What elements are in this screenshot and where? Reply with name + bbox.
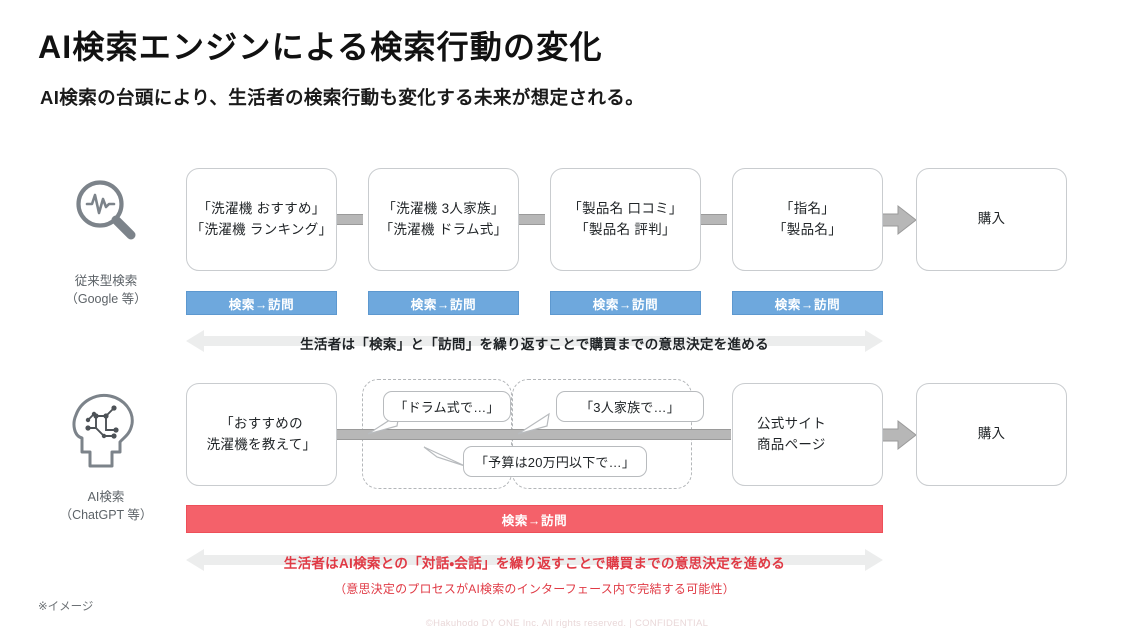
flow-box-traditional-3-line2: 「製品名 評判」: [575, 221, 676, 237]
stage-bar-traditional-1-label: 検索→訪問: [228, 297, 295, 312]
flow-box-traditional-4-line2: 「製品名」: [773, 221, 842, 237]
stage-bar-traditional-4: 検索→訪問: [732, 291, 883, 315]
row-label-ai-line1: AI検索: [87, 490, 125, 504]
flow-box-traditional-3-line1: 「製品名 口コミ」: [568, 200, 683, 216]
bubble-drum-type[interactable]: 「ドラム式で…」: [383, 391, 511, 422]
flow-box-traditional-1[interactable]: 「洗濯機 おすすめ」 「洗濯機 ランキング」: [186, 168, 337, 271]
bubble-three-person-family[interactable]: 「3人家族で…」: [556, 391, 704, 422]
stage-bar-traditional-2-label: 検索→訪問: [410, 297, 477, 312]
stage-bar-ai-1: 検索→訪問: [186, 505, 883, 533]
page-subtitle: AI検索の台頭により、生活者の検索行動も変化する未来が想定される。: [40, 87, 645, 108]
stage-bar-traditional-4-label: 検索→訪問: [774, 297, 841, 312]
flow-box-traditional-1-line1: 「洗濯機 おすすめ」: [197, 200, 326, 216]
connector-1-3: [695, 214, 727, 225]
bubble-three-person-family-text: 「3人家族で…」: [580, 400, 680, 415]
flow-box-traditional-2[interactable]: 「洗濯機 3人家族」 「洗濯機 ドラム式」: [368, 168, 519, 271]
flow-box-traditional-purchase[interactable]: 購入: [916, 168, 1067, 271]
bubble-budget[interactable]: 「予算は20万円以下で…」: [463, 446, 647, 477]
bubble-tail-2: [516, 412, 550, 441]
connector-1-1: [331, 214, 363, 225]
flow-box-ai-prompt-line2: 洗濯機を教えて」: [206, 436, 317, 452]
flow-box-ai-prompt[interactable]: 「おすすめの 洗濯機を教えて」: [186, 383, 337, 486]
stage-bar-traditional-3-label: 検索→訪問: [592, 297, 659, 312]
summary-arrow-traditional: [186, 327, 883, 360]
flow-box-traditional-3[interactable]: 「製品名 口コミ」 「製品名 評判」: [550, 168, 701, 271]
flow-box-ai-prompt-line1: 「おすすめの: [220, 415, 303, 431]
summary-text-ai: 生活者はAI検索との「対話・会話」を繰り返すことで購買までの意思決定を進める: [283, 556, 786, 571]
flow-box-ai-official-site[interactable]: 公式サイト 商品ページ: [732, 383, 883, 486]
ai-head-circuit-icon: [26, 386, 186, 472]
row-label-traditional-line1: 従来型検索: [74, 274, 138, 288]
footer-copyright: ©Hakuhodo DY ONE Inc. All rights reserve…: [425, 618, 709, 629]
flow-box-ai-official-site-line2: 商品ページ: [757, 436, 826, 452]
flow-box-ai-official-site-line1: 公式サイト: [757, 415, 826, 431]
flow-box-traditional-2-line2: 「洗濯機 ドラム式」: [379, 221, 508, 237]
flow-box-traditional-purchase-line1: 購入: [977, 211, 1006, 227]
bubble-budget-text: 「予算は20万円以下で…」: [474, 455, 636, 470]
summary-arrow-ai: [186, 546, 883, 579]
image-note: ※イメージ: [38, 601, 94, 613]
page-title: AI検索エンジンによる検索行動の変化: [38, 29, 603, 65]
magnifier-pulse-icon: [26, 172, 186, 250]
row-label-traditional: 従来型検索 （Google 等）: [26, 272, 186, 308]
summary-text-traditional: 生活者は「検索」と「訪問」を繰り返すことで購買までの意思決定を進める: [300, 337, 769, 352]
row-label-ai: AI検索 （ChatGPT 等）: [26, 488, 186, 524]
row-label-ai-line2: （ChatGPT 等）: [59, 508, 153, 523]
connector-1-2: [513, 214, 545, 225]
sub-note-ai: （意思決定のプロセスがAI検索のインターフェース内で完結する可能性）: [334, 582, 735, 596]
flow-box-traditional-4-line1: 「指名」: [779, 200, 836, 216]
stage-bar-traditional-3: 検索→訪問: [550, 291, 701, 315]
row-label-traditional-line2: （Google 等）: [65, 292, 147, 307]
bubble-drum-type-text: 「ドラム式で…」: [394, 400, 500, 415]
bubble-tail-3: [423, 446, 467, 475]
stage-bar-ai-1-label: 検索→訪問: [501, 513, 568, 528]
flow-box-traditional-4[interactable]: 「指名」 「製品名」: [732, 168, 883, 271]
stage-bar-traditional-2: 検索→訪問: [368, 291, 519, 315]
flow-box-traditional-1-line2: 「洗濯機 ランキング」: [190, 221, 333, 237]
flow-box-traditional-2-line1: 「洗濯機 3人家族」: [382, 200, 505, 216]
stage-bar-traditional-1: 検索→訪問: [186, 291, 337, 315]
flow-box-ai-purchase[interactable]: 購入: [916, 383, 1067, 486]
flow-box-ai-purchase-line1: 購入: [977, 426, 1006, 442]
